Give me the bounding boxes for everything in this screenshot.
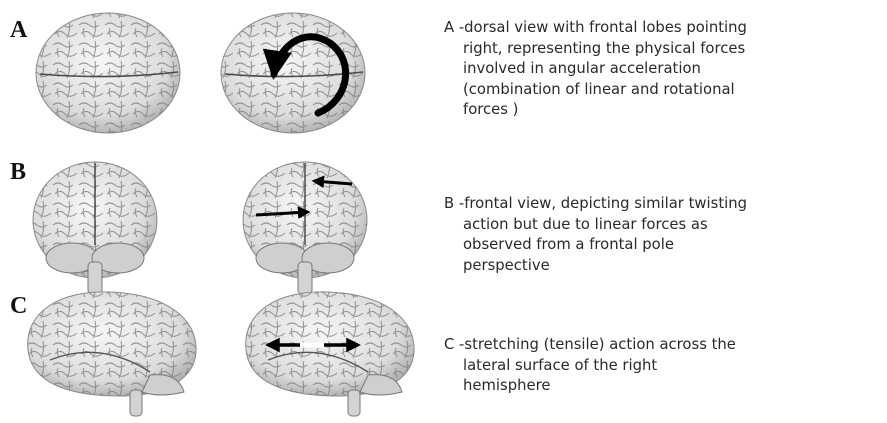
caption-b: B -frontal view, depicting similar twist… [444, 194, 882, 276]
brain-frontal-right [243, 162, 367, 294]
brain-figure [0, 0, 440, 423]
caption-b-line-2: action but due to linear forces as [444, 215, 882, 236]
brain-dorsal-left [36, 13, 180, 133]
caption-a-line-3: involved in angular acceleration [444, 59, 882, 80]
caption-b-line-1: B -frontal view, depicting similar twist… [444, 194, 882, 215]
brain-lateral-right [246, 292, 414, 416]
brain-lateral-left [28, 292, 196, 416]
caption-a-line-1: A -dorsal view with frontal lobes pointi… [444, 18, 882, 39]
caption-c-line-2: lateral surface of the right [444, 356, 882, 377]
caption-a-line-2: right, representing the physical forces [444, 39, 882, 60]
caption-a-line-4: (combination of linear and rotational [444, 80, 882, 101]
caption-b-line-4: perspective [444, 256, 882, 277]
caption-c-line-1: C -stretching (tensile) action across th… [444, 335, 882, 356]
caption-c: C -stretching (tensile) action across th… [444, 335, 882, 397]
brain-frontal-left [33, 162, 157, 294]
caption-b-line-3: observed from a frontal pole [444, 235, 882, 256]
caption-a: A -dorsal view with frontal lobes pointi… [444, 18, 882, 121]
caption-a-line-5: forces ) [444, 100, 882, 121]
caption-c-line-3: hemisphere [444, 376, 882, 397]
